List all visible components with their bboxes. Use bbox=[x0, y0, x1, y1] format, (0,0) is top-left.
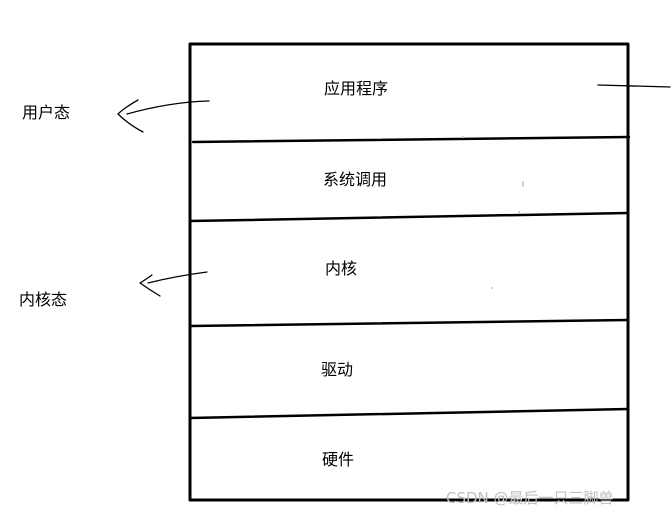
watermark: CSDN @最后一只三脚兽 bbox=[446, 489, 614, 507]
kernel-mode-label: 内核态 bbox=[19, 290, 67, 309]
layer-label-kernel: 内核 bbox=[325, 259, 357, 278]
divider-driver-hardware bbox=[188, 407, 630, 420]
layer-label-hardware: 硬件 bbox=[322, 450, 354, 469]
speck bbox=[518, 211, 520, 213]
layer-label-system-call: 系统调用 bbox=[323, 170, 387, 189]
divider-syscall-kernel bbox=[188, 211, 630, 223]
divider-kernel-driver bbox=[188, 318, 630, 328]
user-mode-label: 用户态 bbox=[22, 103, 70, 122]
speck bbox=[522, 181, 524, 187]
layer-stack-frame bbox=[188, 42, 630, 502]
user-mode-arrow bbox=[117, 99, 210, 133]
layer-label-application: 应用程序 bbox=[324, 79, 388, 98]
layer-label-driver: 驱动 bbox=[321, 360, 353, 379]
kernel-mode-arrow bbox=[139, 271, 208, 297]
pen-stroke bbox=[597, 84, 671, 88]
speck bbox=[491, 287, 493, 289]
speck bbox=[462, 136, 464, 138]
divider-app-syscall bbox=[191, 135, 631, 144]
